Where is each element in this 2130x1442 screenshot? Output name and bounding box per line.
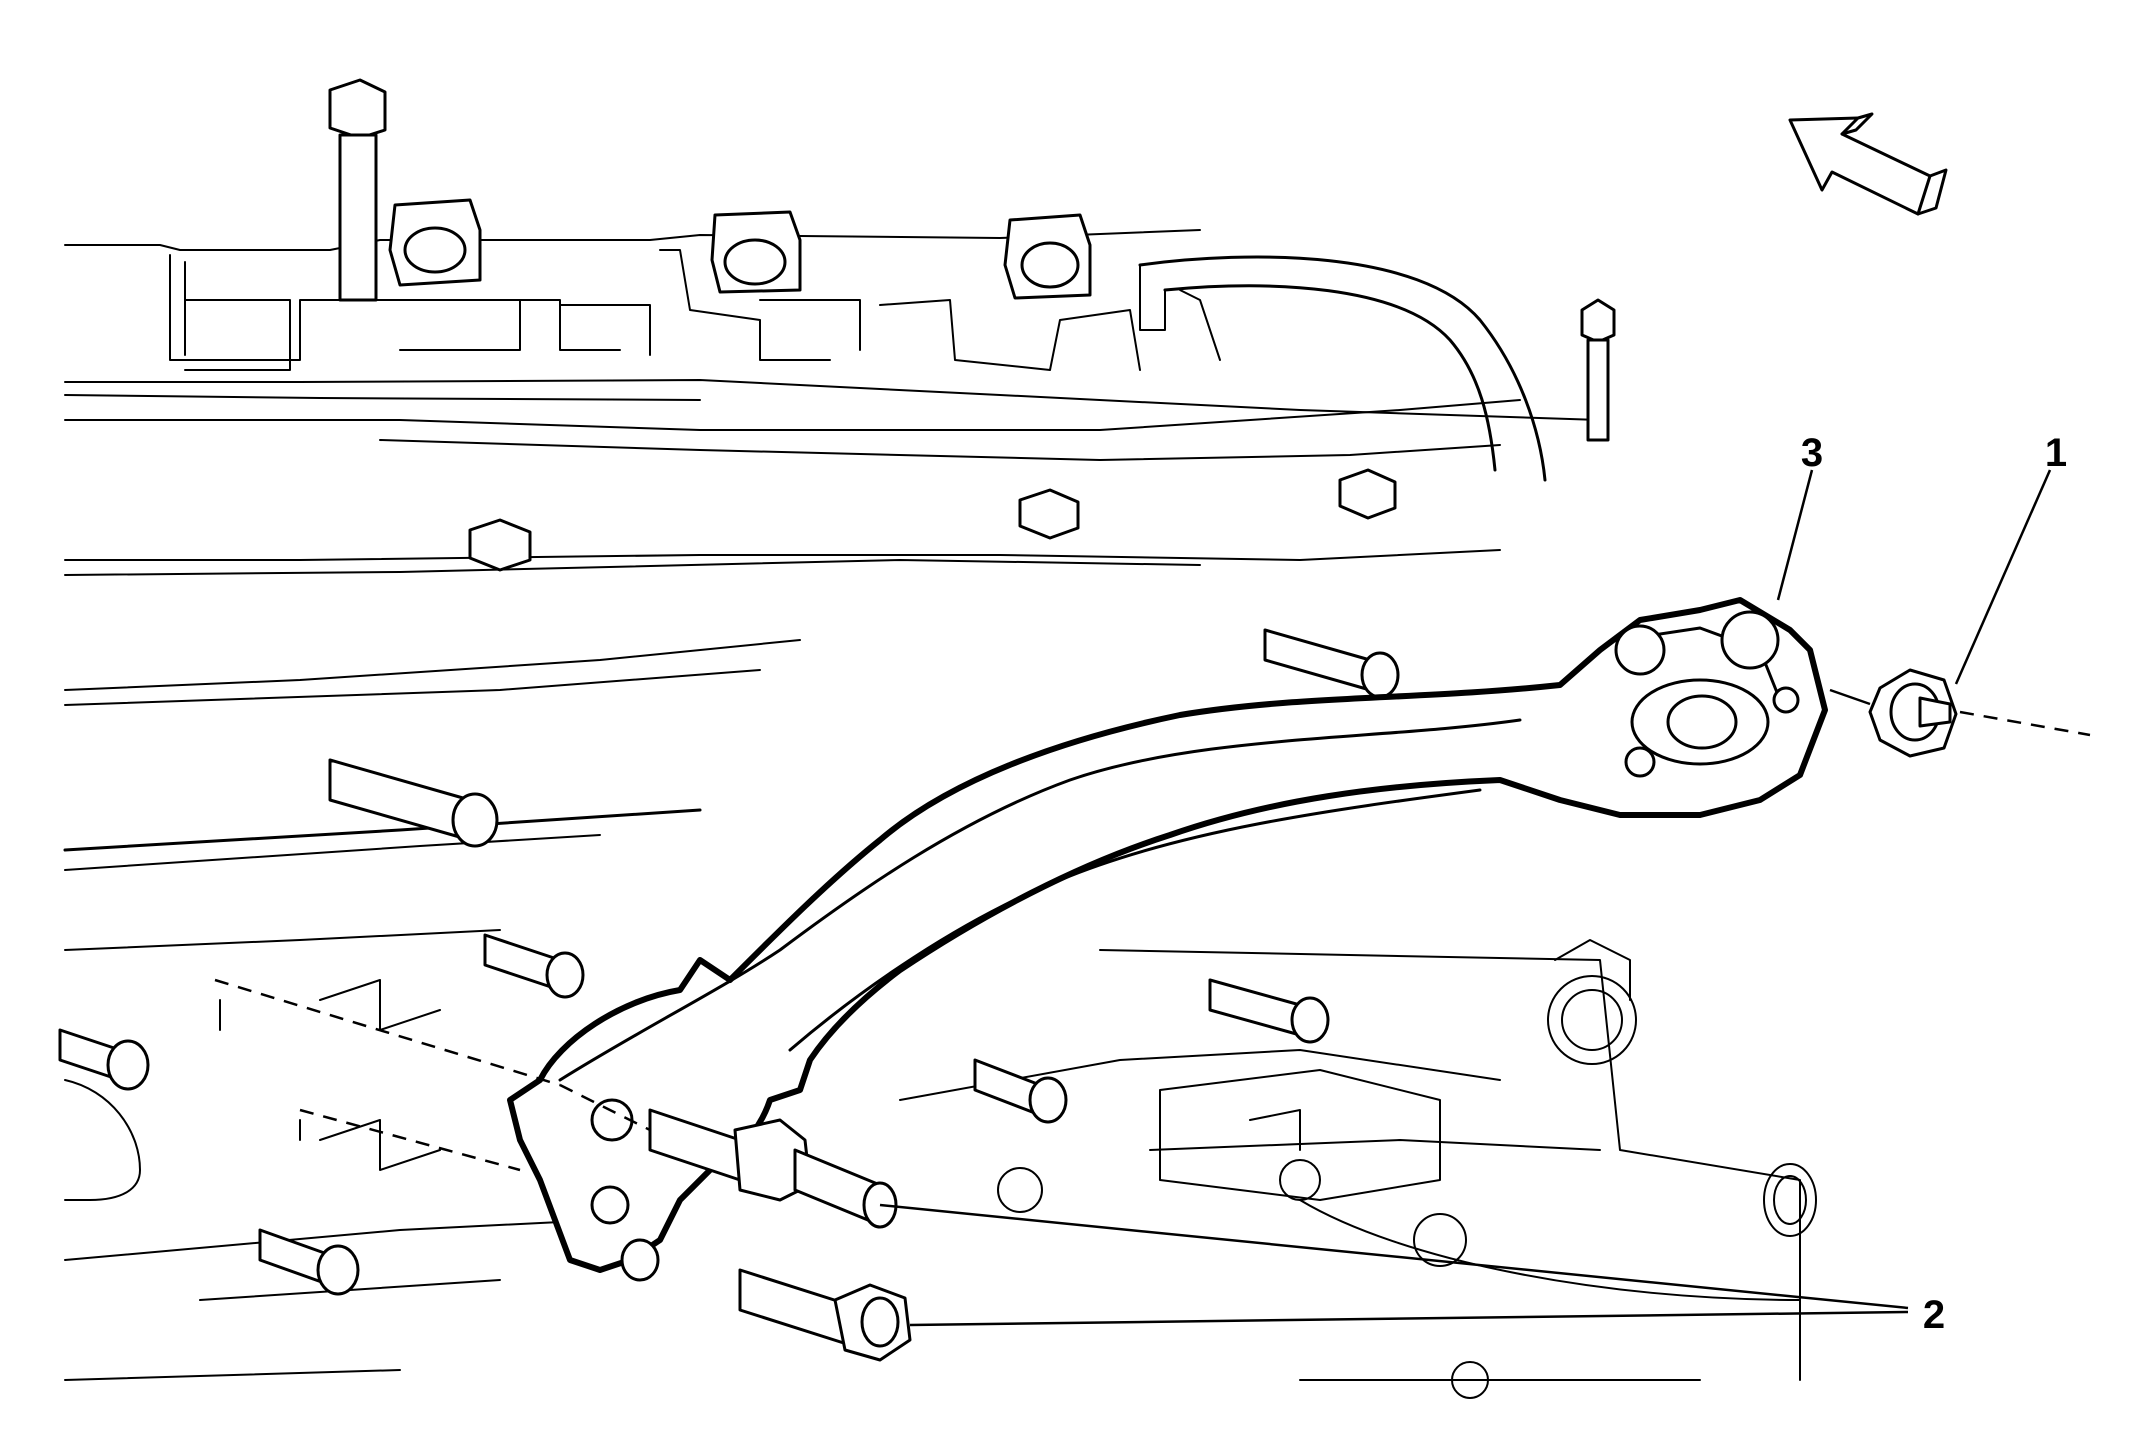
engine-bracket bbox=[507, 597, 1828, 1282]
mounting-nut bbox=[1868, 668, 1958, 758]
callout-2-label: 2 bbox=[1923, 1293, 1945, 1337]
direction-arrow-icon bbox=[1788, 112, 1948, 216]
block-studs bbox=[58, 628, 1400, 1296]
coil-pack-studs bbox=[328, 78, 1616, 442]
callout-1-label: 1 bbox=[2045, 431, 2067, 475]
callout-leaders bbox=[879, 469, 2052, 1327]
callout-3-label: 3 bbox=[1801, 431, 1823, 475]
mounting-bolts bbox=[648, 1108, 912, 1362]
rail-bolts bbox=[468, 468, 1397, 572]
engine-head-assembly bbox=[63, 229, 1817, 1399]
install-guide-lines bbox=[214, 688, 2091, 1172]
coil-connectors bbox=[388, 198, 1092, 300]
